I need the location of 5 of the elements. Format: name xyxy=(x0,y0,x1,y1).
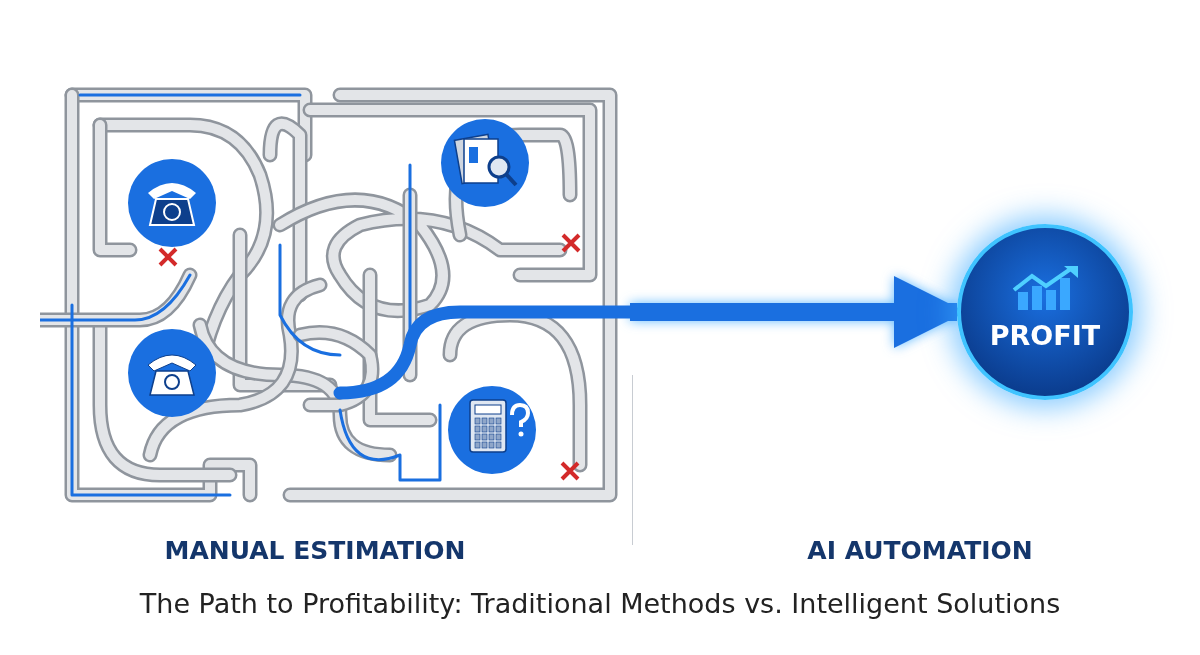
caption: The Path to Profitability: Traditional Methods vs. Intelligent Solutions xyxy=(138,588,1062,619)
section-heading: MANUAL ESTIMATION xyxy=(163,536,467,565)
section-heading: AI AUTOMATION xyxy=(806,536,1034,565)
profit-badge xyxy=(957,224,1133,400)
badge-label: PROFIT xyxy=(988,320,1102,351)
